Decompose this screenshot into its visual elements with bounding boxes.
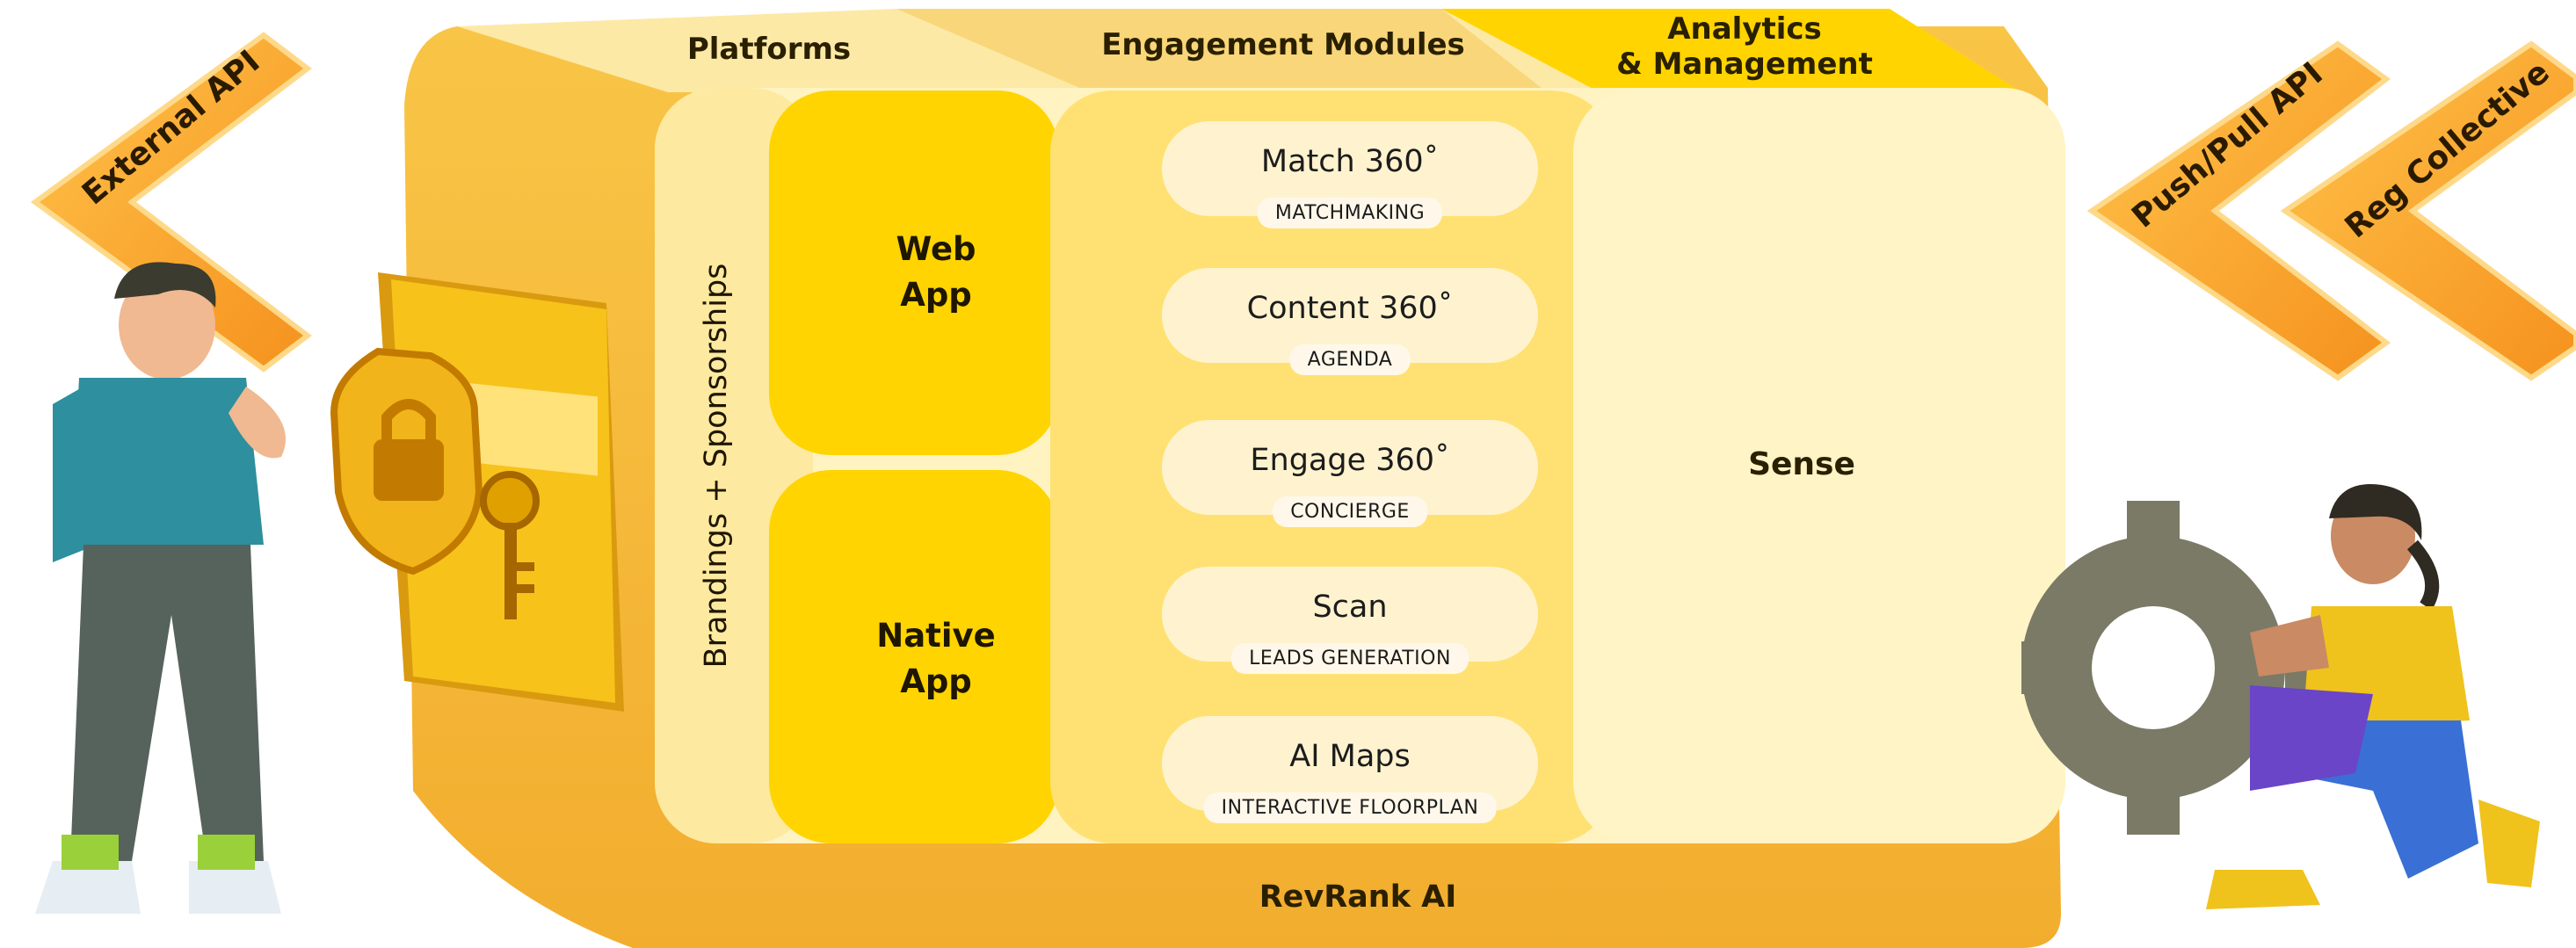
module-engage-360: Engage 360˚ CONCIERGE xyxy=(1162,420,1538,527)
module-scan: Scan LEADS GENERATION xyxy=(1162,567,1538,674)
revrank-ai-label: RevRank AI xyxy=(1259,879,1457,915)
platform-web-app-label: Web App xyxy=(896,230,976,314)
analytics-column xyxy=(1573,90,2065,843)
native-app-block xyxy=(769,470,1059,843)
thinking-man-illustration xyxy=(35,262,286,914)
web-app-block xyxy=(769,90,1059,455)
platform-native-app-label: Native App xyxy=(876,617,996,700)
external-api-chevron xyxy=(30,32,312,373)
module-title: Engage 360˚ xyxy=(1250,443,1450,478)
module-ai-maps: AI Maps INTERACTIVE FLOORPLAN xyxy=(1162,716,1538,823)
engagement-modules-header: Engagement Modules xyxy=(1101,27,1465,62)
module-title: Content 360˚ xyxy=(1246,291,1454,326)
analytics-header-line1: Analytics xyxy=(1667,11,1822,47)
platforms-header: Platforms xyxy=(686,32,852,67)
module-subtitle: MATCHMAKING xyxy=(1257,198,1443,228)
module-subtitle: AGENDA xyxy=(1289,344,1411,375)
module-title: Scan xyxy=(1312,590,1388,625)
kneeling-woman-illustration xyxy=(2206,484,2540,909)
module-content-360: Content 360˚ AGENDA xyxy=(1162,268,1538,375)
module-title: AI Maps xyxy=(1289,739,1411,774)
module-title: Match 360˚ xyxy=(1260,144,1440,179)
module-match-360: Match 360˚ MATCHMAKING xyxy=(1162,121,1538,228)
push-pull-api-chevron xyxy=(2086,40,2391,381)
security-tablet-icon xyxy=(330,272,624,712)
module-subtitle: INTERACTIVE FLOORPLAN xyxy=(1203,792,1497,823)
analytics-header-line2: & Management xyxy=(1616,47,1873,82)
module-subtitle: CONCIERGE xyxy=(1273,496,1427,527)
module-subtitle: LEADS GENERATION xyxy=(1231,643,1469,674)
brandings-sponsorships-label: Brandings + Sponsorships xyxy=(699,263,734,669)
reg-collective-chevron xyxy=(2280,40,2576,381)
sense-label: Sense xyxy=(1748,446,1855,482)
